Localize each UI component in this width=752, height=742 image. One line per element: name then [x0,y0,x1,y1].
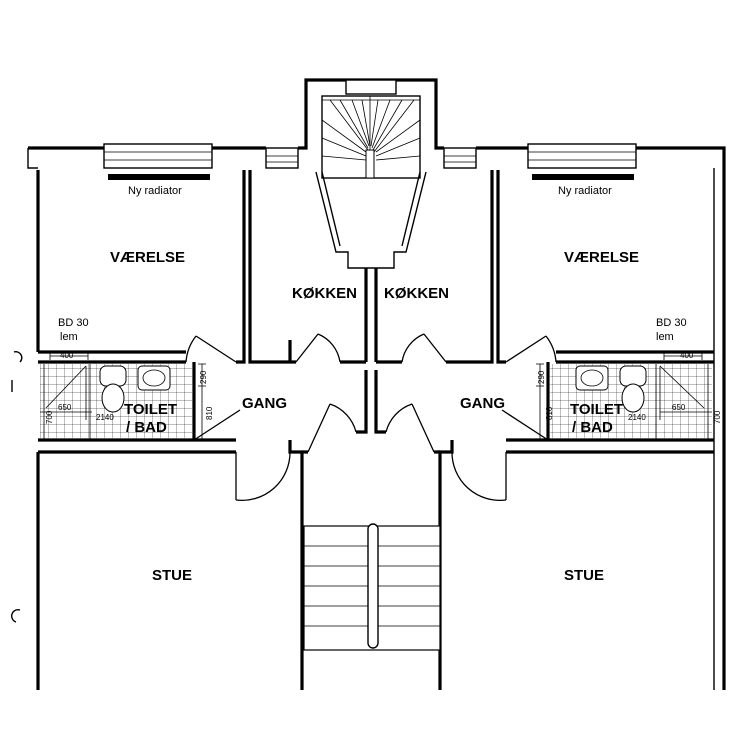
room-label-koekken-right: KØKKEN [384,285,449,302]
main-staircase [303,523,441,651]
room-label-gang-right: GANG [460,395,505,412]
toilet-right-label-1: TOILET [570,401,623,418]
room-label-stue-right: STUE [564,567,604,584]
dim-left-2140: 2140 [96,413,114,422]
window-right-room [527,143,637,169]
toilet-right-label-2: / BAD [572,419,613,436]
dim-right-2140: 2140 [628,413,646,422]
radiator-left-label: Ny radiator [128,185,182,197]
dim-left-700: 700 [45,410,54,424]
doors [185,333,557,502]
bathroom-left [40,364,192,440]
bd-right-label-1: BD 30 [656,317,687,329]
dim-right-700: 700 [713,410,722,424]
radiator-left [108,174,210,180]
room-label-koekken-left: KØKKEN [292,285,357,302]
radiator-right-label: Ny radiator [558,185,612,197]
window-right-kitchen [443,147,477,169]
interior-walls-right [302,170,714,690]
bathroom-right [550,364,712,440]
bd-right-label-2: lem [656,331,674,343]
room-label-stue-left: STUE [152,567,192,584]
interior-walls-left [38,170,386,690]
exterior-walls [27,78,726,690]
dim-right-290: 290 [537,370,546,384]
radiator-right [532,174,634,180]
bd-left-label-1: BD 30 [58,317,89,329]
room-label-vaerelse-right: VÆRELSE [564,249,639,266]
toilet-left-label-1: TOILET [124,401,177,418]
dim-right-650: 650 [672,403,686,412]
dimension-lines [40,352,712,441]
dim-right-810: 810 [545,406,554,420]
windows [103,79,637,169]
toilet-left-label-2: / BAD [126,419,167,436]
dim-left-400: 400 [60,351,74,360]
window-left-kitchen [265,147,299,169]
bd-left-label-2: lem [60,331,78,343]
window-left-room [103,143,213,169]
dim-right-400: 400 [680,351,694,360]
spiral-staircase [315,95,427,269]
window-stair [345,79,397,95]
room-label-vaerelse-left: VÆRELSE [110,249,185,266]
dim-left-650: 650 [58,403,72,412]
dim-left-290: 290 [199,370,208,384]
dim-left-810: 810 [205,406,214,420]
room-label-gang-left: GANG [242,395,287,412]
